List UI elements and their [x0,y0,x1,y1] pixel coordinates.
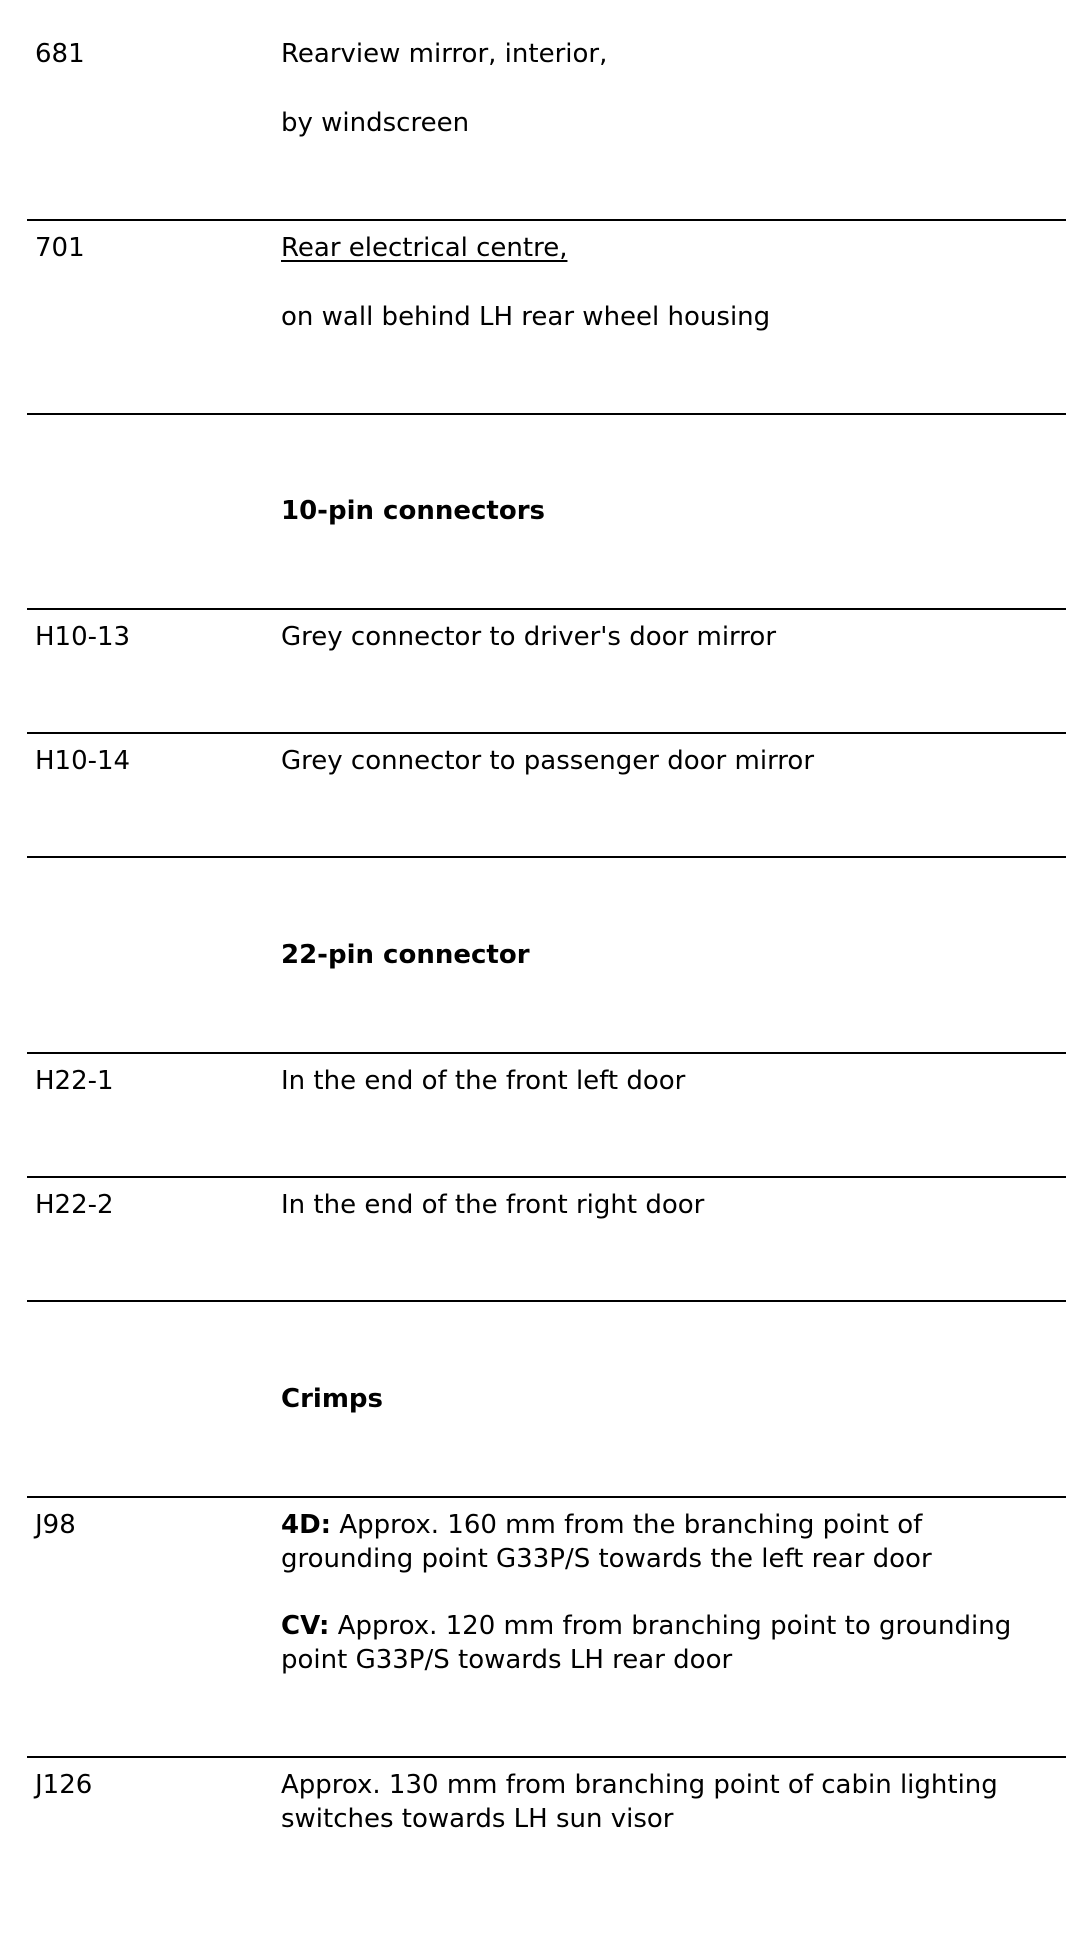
row-description-701: Rear electrical centre, on wall behind L… [281,231,1071,334]
row-code-h22-2: H22-2 [35,1190,114,1220]
section-heading-crimps: Crimps [281,1384,383,1414]
variant-label: 4D: [281,1510,332,1540]
variant-text: Approx. 160 mm from the branching point … [331,1510,923,1540]
row-divider [27,1496,1066,1498]
row-divider [27,1300,1066,1302]
section-heading-22-pin-connector: 22-pin connector [281,940,530,970]
description-line: In the end of the front right door [281,1190,705,1220]
description-line: Rearview mirror, interior, [281,39,608,69]
row-divider [27,608,1066,610]
description-line: Approx. 130 mm from branching point of c… [281,1770,998,1800]
variant-text-continuation: grounding point G33P/S towards the left … [281,1544,932,1574]
row-description-681: Rearview mirror, interior, by windscreen [281,37,1071,140]
variant-paragraph-cv: CV: Approx. 120 mm from branching point … [281,1609,1071,1643]
variant-label: CV: [281,1611,330,1641]
row-description-j126: Approx. 130 mm from branching point of c… [281,1768,1071,1836]
description-line: by windscreen [281,108,470,138]
row-code-j126: J126 [35,1770,93,1800]
variant-text: Approx. 120 mm from branching point to g… [329,1611,1012,1641]
row-description-h10-13: Grey connector to driver's door mirror [281,620,1071,654]
description-line: on wall behind LH rear wheel housing [281,302,771,332]
row-code-h10-14: H10-14 [35,746,131,776]
row-code-701: 701 [35,233,85,263]
description-line: switches towards LH sun visor [281,1804,674,1834]
row-divider [27,732,1066,734]
description-line: Grey connector to driver's door mirror [281,622,777,652]
row-code-h22-1: H22-1 [35,1066,114,1096]
row-divider [27,856,1066,858]
section-heading-10-pin-connectors: 10-pin connectors [281,496,545,526]
row-description-h22-2: In the end of the front right door [281,1188,1071,1222]
row-divider [27,413,1066,415]
row-divider [27,1052,1066,1054]
row-description-h22-1: In the end of the front left door [281,1064,1071,1098]
description-line: In the end of the front left door [281,1066,686,1096]
variant-paragraph-4d: 4D: Approx. 160 mm from the branching po… [281,1508,1071,1542]
row-description-j98: 4D: Approx. 160 mm from the branching po… [281,1508,1071,1677]
row-divider [27,1756,1066,1758]
row-code-h10-13: H10-13 [35,622,131,652]
row-description-h10-14: Grey connector to passenger door mirror [281,744,1071,778]
row-code-j98: J98 [35,1510,76,1540]
row-code-681: 681 [35,39,85,69]
variant-text-continuation: point G33P/S towards LH rear door [281,1645,733,1675]
description-line: Grey connector to passenger door mirror [281,746,815,776]
underlined-description-line: Rear electrical centre, [281,233,568,263]
row-divider [27,219,1066,221]
row-divider [27,1176,1066,1178]
